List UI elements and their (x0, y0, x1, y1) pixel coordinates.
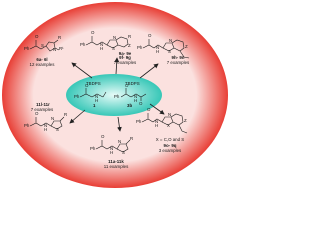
p1-atom-z: Z (128, 43, 131, 48)
arrow-to-6a-6l (71, 62, 93, 79)
product-9o-structure (141, 113, 188, 134)
structures (29, 36, 190, 153)
center-ellipse (66, 74, 162, 116)
p1-atom-h: H (100, 46, 104, 51)
atom-h-right: H (134, 98, 138, 103)
p3-atom-ph: Ph (136, 119, 142, 124)
product-9o-note: X = C,O and S (155, 137, 185, 142)
product-11a-structure (95, 139, 131, 153)
arrow-to-9o-9q (149, 103, 165, 115)
p2-atom-z: Z (185, 44, 188, 49)
p2-atom-s: S (168, 49, 171, 54)
p5-atom-h: H (44, 127, 48, 132)
reaction-arrows (69, 57, 165, 132)
p2-atom-n2: N (169, 38, 173, 43)
product-6a-count: 12 examples (29, 62, 55, 67)
p1-atom-n2: N (113, 35, 117, 40)
atom-h-left: H (95, 98, 99, 103)
arrow-to-11a-11k (117, 116, 122, 132)
p1-atom-n: N (100, 42, 104, 47)
p0-atom-r: R (58, 35, 62, 40)
p2-atom-n: N (156, 45, 160, 50)
product-6a-structure (29, 39, 60, 52)
scheme-graphic (2, 2, 228, 188)
p4-atom-n: N (110, 146, 114, 151)
reagent-label-left: TBDPS (86, 81, 101, 86)
compound-1-structure (79, 88, 107, 98)
p5-atom-ph: Ph (24, 123, 30, 128)
product-9a-structure (85, 36, 129, 49)
compound-3b-label: 3b (127, 103, 133, 108)
atom-o-ketone: O (139, 101, 143, 106)
product-11l-compound: 11l-11r (36, 102, 50, 107)
p0-atom-n: N (53, 47, 57, 52)
p3-atom-z: Z (184, 118, 187, 123)
atom-o-left: O (85, 83, 89, 88)
p5-atom-n2: N (51, 116, 55, 121)
p3-atom-n: N (155, 119, 159, 124)
p0-atom-s: S (41, 43, 44, 48)
p3-atom-o: O (147, 107, 151, 112)
p2-atom-h: H (156, 49, 160, 54)
arrow-to-9h-9n (139, 63, 159, 79)
product-6a-compound: 6a- 6l (36, 57, 48, 62)
p1-atom-r: R (128, 34, 132, 39)
p0-atom-r1: R¹ (59, 46, 64, 51)
product-9a-count: 7 examples (113, 60, 137, 65)
arrow-to-9a-9e (114, 57, 120, 75)
reagent-label-right: TBDPS (125, 81, 140, 86)
product-11a-count: 11 examples (103, 164, 129, 169)
product-9h-structure (142, 39, 190, 59)
p2-atom-ph: Ph (137, 45, 143, 50)
p1-atom-o: O (91, 30, 95, 35)
arrow-to-11l-11r (69, 109, 86, 124)
p0-atom-o: O (35, 34, 39, 39)
p1-atom-s: S (112, 46, 115, 51)
product-9a-compound: 9a- 9e (118, 51, 132, 56)
p4-atom-ph: Ph (90, 146, 96, 151)
p5-atom-s: S (56, 127, 59, 132)
p2-atom-o: O (148, 33, 152, 38)
p3-atom-h: H (155, 123, 159, 128)
p3-atom-n2: N (168, 112, 172, 117)
product-9f-compound: 9f- 9g (119, 55, 131, 60)
compound-3b-structure (120, 88, 147, 101)
p4-atom-o: O (101, 134, 105, 139)
product-11l-structure (29, 116, 65, 130)
compound-1-label: 1 (93, 103, 96, 108)
p4-atom-n2: N (118, 139, 122, 144)
atom-n-left: N (95, 94, 99, 99)
scheme-canvas: TBDPS TBDPS Ph O N H Ph O N H O 1 3b O P… (2, 2, 228, 188)
product-11a-compound: 11a-11k (108, 159, 124, 164)
p1-atom-ph: Ph (80, 42, 86, 47)
p5-atom-n: N (44, 123, 48, 128)
atom-o-right: O (125, 83, 129, 88)
p5-atom-o: O (35, 111, 39, 116)
atom-n-right: N (134, 94, 138, 99)
product-11l-count: 7 examples (30, 107, 54, 112)
product-9h-compound: 9h- 9n (171, 55, 185, 60)
p4-atom-s: S (122, 150, 125, 155)
atom-ph-left: Ph (74, 94, 80, 99)
p4-atom-r: R (130, 136, 134, 141)
product-9o-compound: 9o- 9q (163, 143, 177, 148)
p5-atom-r: R (64, 112, 68, 117)
p3-atom-x: X (167, 123, 170, 128)
p0-atom-ph: Ph (24, 46, 30, 51)
p4-atom-h: H (110, 150, 114, 155)
product-9h-count: 7 examples (166, 60, 190, 65)
product-9o-count: 3 examples (158, 148, 182, 153)
atom-ph-right: Ph (114, 94, 120, 99)
